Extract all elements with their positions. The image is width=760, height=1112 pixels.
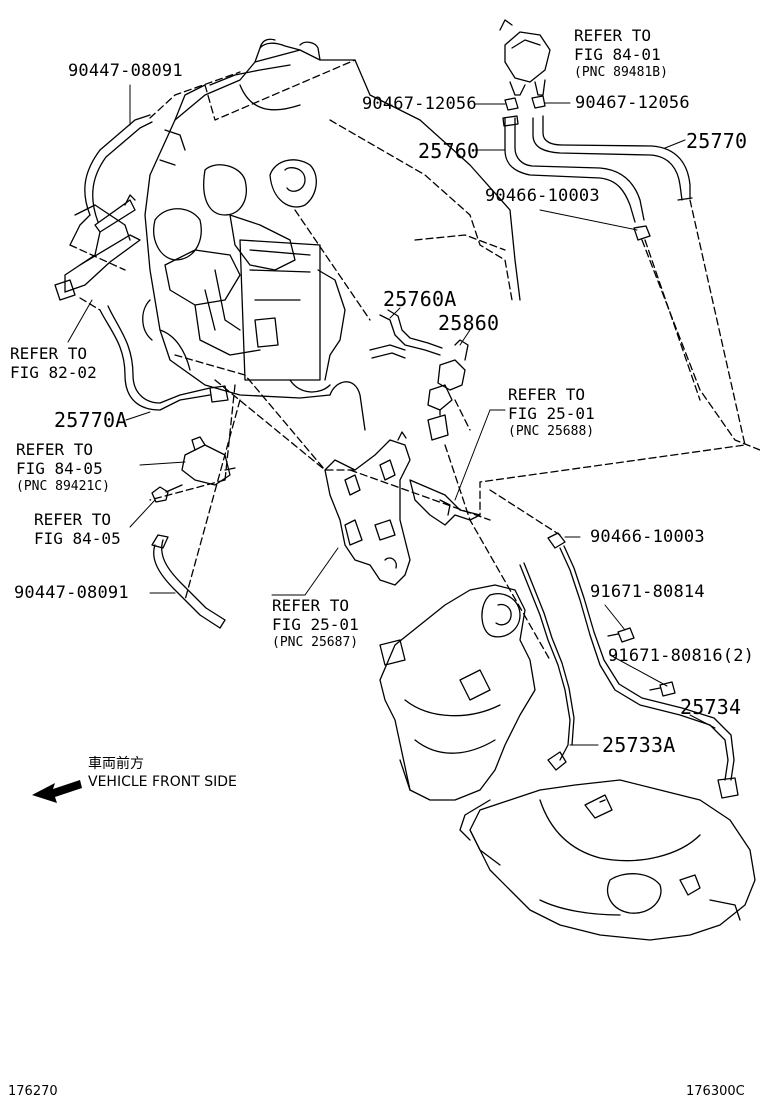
connector-dashed	[349, 199, 760, 661]
bolt-91671-80816	[649, 681, 676, 697]
bolt-fig-84-05	[151, 484, 183, 503]
label-25770[interactable]: 25770	[686, 129, 748, 153]
refer-fig-84-01[interactable]: REFER TO FIG 84-01 (PNC 89481B)	[574, 26, 668, 81]
refer-line-1: REFER TO	[508, 385, 586, 404]
refer-fig-84-05-bolt[interactable]: REFER TO FIG 84-05	[34, 510, 121, 548]
vehicle-front-side-note: 車両前方 VEHICLE FRONT SIDE	[88, 755, 237, 791]
refer-fig-25-01-pnc-25688[interactable]: REFER TO FIG 25-01 (PNC 25688)	[508, 385, 595, 440]
engine-block-drawing	[142, 38, 521, 431]
pipe-90447-08091-bottom	[151, 534, 226, 629]
bracket-fig-25-01-pnc-25687	[324, 431, 411, 586]
vehicle-front-arrow-icon	[32, 780, 82, 803]
refer-line-1: REFER TO	[574, 26, 652, 45]
vehicle-front-jp: 車両前方	[88, 756, 144, 772]
label-25760A[interactable]: 25760A	[383, 287, 457, 311]
refer-line-1: REFER TO	[34, 510, 112, 529]
label-25733A[interactable]: 25733A	[602, 733, 676, 757]
refer-line-1: REFER TO	[10, 344, 88, 363]
leader-lines	[67, 84, 716, 746]
engine-outline-dashed	[149, 59, 513, 601]
pipe-25734	[559, 545, 739, 799]
clip-90466-10003-mid	[547, 532, 566, 549]
label-90466-10003-top[interactable]: 90466-10003	[485, 186, 600, 206]
hose-25770A	[99, 305, 229, 411]
refer-line-2: FIG 25-01	[508, 404, 595, 423]
pipe-top-dash	[69, 71, 241, 271]
label-90467-12056-right[interactable]: 90467-12056	[575, 93, 690, 113]
refer-line-1: REFER TO	[272, 596, 350, 615]
clip-90466-10003-top	[633, 225, 651, 241]
sensor-fig-84-01	[499, 19, 551, 96]
label-91671-80814[interactable]: 91671-80814	[590, 582, 705, 602]
refer-pnc: (PNC 25687)	[272, 635, 359, 650]
hose-25770	[532, 115, 693, 201]
refer-line-2: FIG 84-05	[16, 459, 103, 478]
refer-fig-82-02[interactable]: REFER TO FIG 82-02	[10, 344, 97, 382]
refer-line-2: FIG 84-01	[574, 45, 661, 64]
valve-25860	[427, 339, 469, 441]
refer-pnc: (PNC 89421C)	[16, 479, 110, 494]
clip-90467-12056-left	[504, 97, 519, 111]
refer-line-2: FIG 82-02	[10, 363, 97, 382]
bolt-91671-80814	[607, 627, 635, 643]
bracket-fig-82-02	[54, 194, 141, 301]
bracket-fig-25-01-pnc-25688	[409, 479, 481, 526]
label-90466-10003-mid[interactable]: 90466-10003	[590, 527, 705, 547]
vehicle-front-en: VEHICLE FRONT SIDE	[88, 774, 237, 790]
sensor-fig-84-05	[181, 436, 236, 486]
refer-fig-84-05-pnc-89421c[interactable]: REFER TO FIG 84-05 (PNC 89421C)	[16, 440, 110, 495]
converter-lower	[459, 779, 756, 941]
hose-25760	[502, 115, 645, 223]
refer-line-2: FIG 84-05	[34, 529, 121, 548]
refer-pnc: (PNC 25688)	[508, 424, 595, 439]
refer-pnc: (PNC 89481B)	[574, 65, 668, 80]
illustration-id-left: 176270	[8, 1084, 58, 1099]
label-25770A[interactable]: 25770A	[54, 408, 128, 432]
label-90447-08091-top[interactable]: 90447-08091	[68, 61, 183, 81]
clip-90467-12056-right	[531, 95, 546, 109]
converter-upper	[379, 584, 536, 801]
hose-25760A	[369, 309, 443, 359]
illustration-id-right: 176300C	[686, 1084, 745, 1099]
pipe-25733A	[519, 562, 575, 771]
label-25734[interactable]: 25734	[680, 695, 742, 719]
refer-fig-25-01-pnc-25687[interactable]: REFER TO FIG 25-01 (PNC 25687)	[272, 596, 359, 651]
refer-line-2: FIG 25-01	[272, 615, 359, 634]
refer-line-1: REFER TO	[16, 440, 94, 459]
label-25760[interactable]: 25760	[418, 139, 480, 163]
label-90467-12056-left[interactable]: 90467-12056	[362, 94, 477, 114]
label-91671-80816[interactable]: 91671-80816(2)	[608, 646, 755, 666]
label-90447-08091-bottom[interactable]: 90447-08091	[14, 583, 129, 603]
label-25860[interactable]: 25860	[438, 311, 500, 335]
